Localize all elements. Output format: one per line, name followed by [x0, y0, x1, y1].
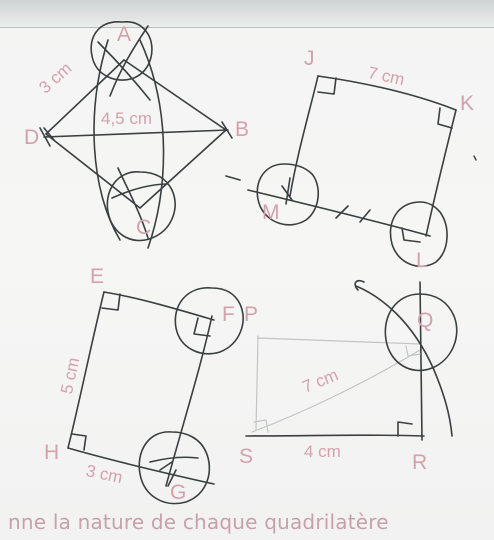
circle-around-f	[174, 287, 244, 355]
point-label-a: A	[117, 23, 132, 46]
arc-left	[93, 39, 121, 241]
side-q-r	[419, 281, 423, 441]
right-angle-r	[397, 421, 413, 437]
point-label-p: P	[244, 303, 259, 326]
point-label-f: F	[222, 303, 235, 326]
stray-mark	[473, 155, 477, 161]
arc-mark-c2	[117, 167, 149, 239]
board-top-edge	[0, 0, 494, 28]
right-angle-s	[253, 419, 269, 433]
circle-around-a	[90, 20, 153, 81]
point-label-m: M	[262, 201, 280, 224]
diagonal-s-q-faint	[251, 349, 421, 433]
circle-around-g	[138, 431, 211, 505]
hook-arc	[354, 279, 365, 291]
point-label-g: G	[170, 481, 187, 504]
right-angle-f	[193, 317, 211, 337]
tick-marks	[225, 175, 371, 223]
side-d-a	[45, 59, 125, 135]
side-k-l	[425, 109, 457, 237]
arc-mark-c1	[111, 183, 169, 199]
point-label-k: K	[460, 92, 475, 115]
point-label-h: H	[44, 441, 60, 464]
side-b-c	[139, 129, 227, 209]
point-label-q: Q	[417, 309, 434, 332]
arc-right	[139, 39, 165, 249]
side-s-r	[245, 434, 425, 437]
tick-b	[221, 121, 233, 139]
measure-diagonal-db: 4,5 cm	[101, 109, 153, 128]
figure-1-rhombus	[39, 20, 233, 249]
arc-mark-a1	[97, 41, 151, 101]
right-angle-h	[71, 433, 87, 451]
right-angle-l	[401, 227, 421, 243]
side-p-s-faint	[255, 335, 259, 431]
side-j-m	[289, 75, 319, 197]
arc-through-q	[355, 285, 453, 437]
tick-d	[39, 127, 55, 147]
figure-4-rectangle	[245, 279, 458, 441]
right-angle-e	[101, 293, 121, 311]
circle-around-q	[384, 293, 458, 372]
side-f-g	[165, 315, 213, 487]
measure-side-sr: 4 cm	[304, 442, 341, 461]
point-label-c: C	[136, 216, 152, 239]
figure-2-rectangle	[225, 75, 457, 268]
side-j-k	[317, 75, 457, 111]
arc-mark-a2	[109, 25, 149, 97]
circle-around-l	[389, 201, 448, 268]
point-label-l: L	[416, 249, 428, 272]
right-angle-k	[437, 107, 453, 129]
side-h-g	[67, 447, 215, 485]
point-label-b: B	[235, 118, 250, 141]
point-label-e: E	[90, 265, 105, 288]
side-e-f	[103, 291, 215, 321]
point-label-d: D	[24, 126, 40, 149]
right-angle-q	[405, 345, 421, 357]
arc-mark-g	[149, 456, 199, 463]
side-p-q-faint	[257, 337, 421, 345]
side-e-h	[67, 291, 105, 449]
exercise-caption: nne la nature de chaque quadrilatère	[8, 510, 389, 534]
point-label-j: J	[304, 47, 315, 70]
circle-around-m	[256, 163, 319, 226]
line-through-m-l	[247, 189, 431, 237]
right-angle-j	[317, 77, 337, 95]
right-angle-g	[159, 461, 177, 487]
point-label-r: R	[412, 451, 428, 474]
board-top-rule	[0, 27, 494, 28]
side-c-d	[45, 133, 141, 209]
figure-3-rectangle	[67, 287, 244, 505]
side-a-b	[123, 59, 227, 131]
point-label-s: S	[239, 445, 254, 468]
diagonal-d-b	[43, 129, 229, 138]
right-angle-m	[281, 177, 293, 205]
